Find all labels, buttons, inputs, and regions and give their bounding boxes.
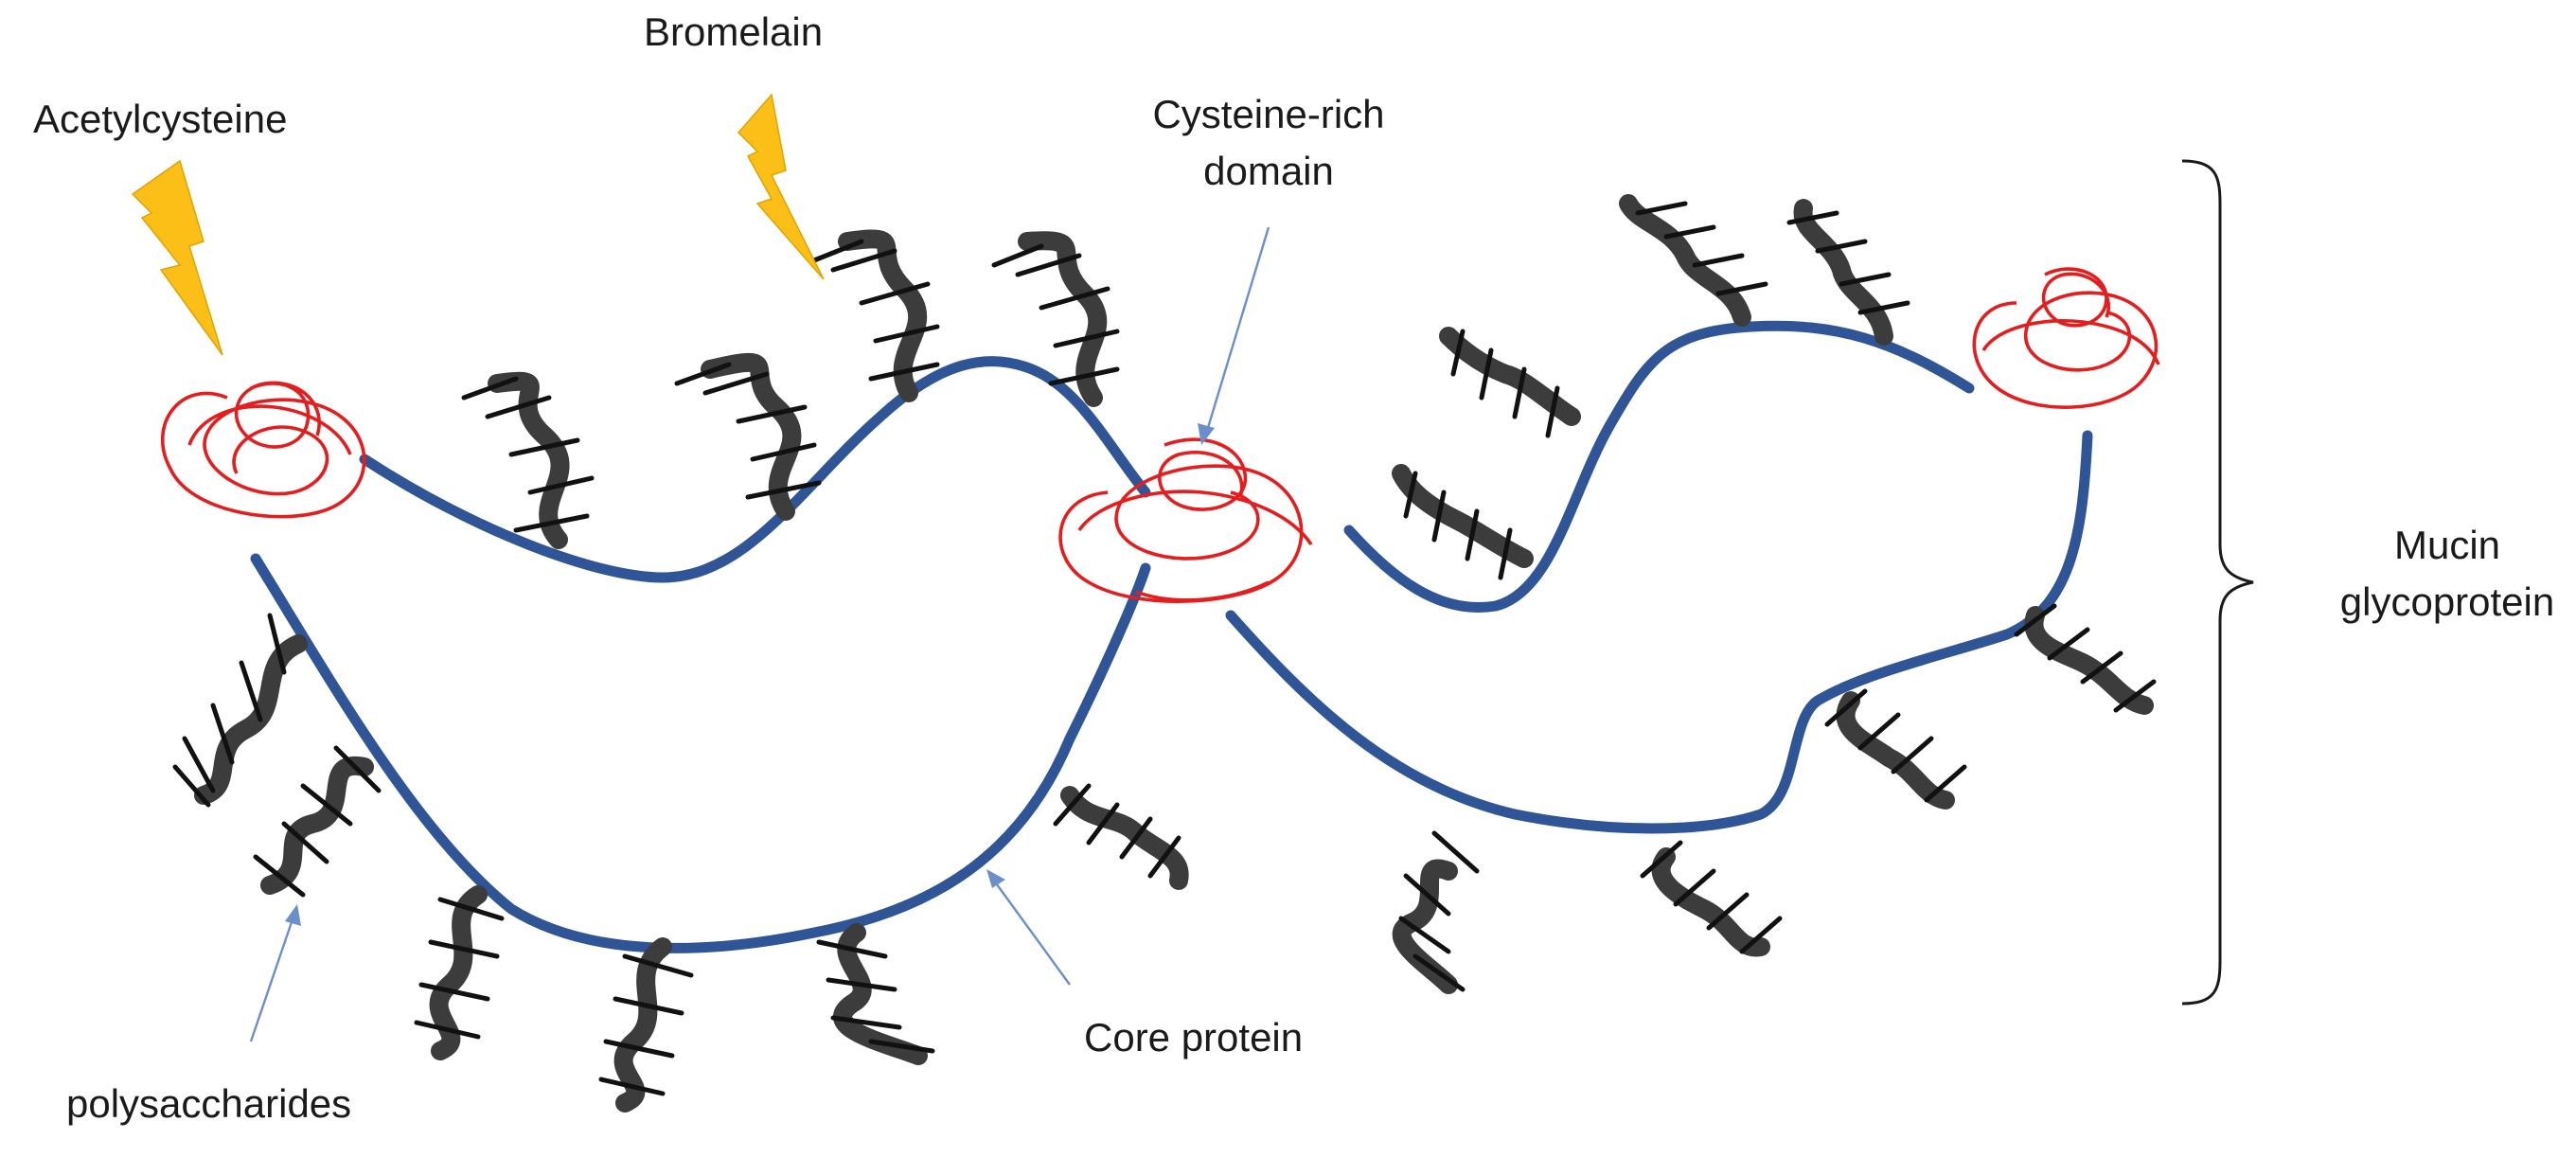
- polysaccharide-chain: [811, 229, 940, 402]
- polysaccharide-chain: [1786, 199, 1910, 346]
- cysteine-rich-domain-left: [160, 381, 366, 519]
- polysaccharide-chain: [172, 613, 308, 808]
- label-bromelain: Bromelain: [644, 9, 823, 54]
- core-protein-segment-middle-upper: [1343, 320, 1975, 613]
- cysteine-rich-domain-right: [1972, 267, 2160, 409]
- polysaccharide-chain: [253, 745, 382, 898]
- label-polysaccharides: polysaccharides: [66, 1081, 351, 1126]
- polysaccharide-chain: [1619, 194, 1768, 327]
- cysteine-rich-domain-center: [1058, 437, 1313, 603]
- core-protein-segment-upper-left: [359, 356, 1151, 583]
- label-core-protein: Core protein: [1084, 1015, 1303, 1059]
- label-mucin-line2: glycoprotein: [2340, 579, 2554, 624]
- cysteine-rich-domains: [160, 267, 2160, 603]
- arrow-core-protein: [986, 869, 1071, 986]
- polysaccharide-chain: [816, 923, 935, 1065]
- label-mucin-line1: Mucin: [2394, 523, 2500, 567]
- polysaccharide-chain: [1824, 688, 1967, 810]
- polysaccharide-chain: [1392, 830, 1480, 994]
- arrow-cysteine-rich-domain: [1198, 226, 1270, 445]
- polysaccharide-chain: [1053, 783, 1189, 890]
- pointer-arrows: [249, 226, 1270, 1042]
- polysaccharide-chain: [1640, 840, 1783, 957]
- curly-brace-mucin: [2181, 159, 2254, 1006]
- lightning-bolt-icon-acetylcysteine: [131, 159, 223, 356]
- polysaccharide-chain: [598, 937, 694, 1113]
- label-cysteine-rich-line2: domain: [1203, 149, 1334, 193]
- polysaccharide-chain: [414, 885, 505, 1060]
- label-cysteine-rich-line1: Cysteine-rich: [1152, 92, 1384, 136]
- arrow-polysaccharides: [249, 904, 301, 1042]
- polysaccharide-chain: [461, 371, 595, 549]
- polysaccharide-chain: [674, 352, 822, 521]
- polysaccharide-chain: [1392, 464, 1534, 580]
- polysaccharide-chain: [991, 231, 1120, 407]
- polysaccharide-chain: [2014, 603, 2157, 715]
- polysaccharide-chain: [1439, 327, 1581, 438]
- polysaccharide-chains: [172, 194, 2157, 1113]
- core-protein-segment-lower-left: [250, 553, 1151, 953]
- lightning-bolt-icon-bromelain: [737, 93, 825, 280]
- label-acetylcysteine: Acetylcysteine: [33, 97, 287, 141]
